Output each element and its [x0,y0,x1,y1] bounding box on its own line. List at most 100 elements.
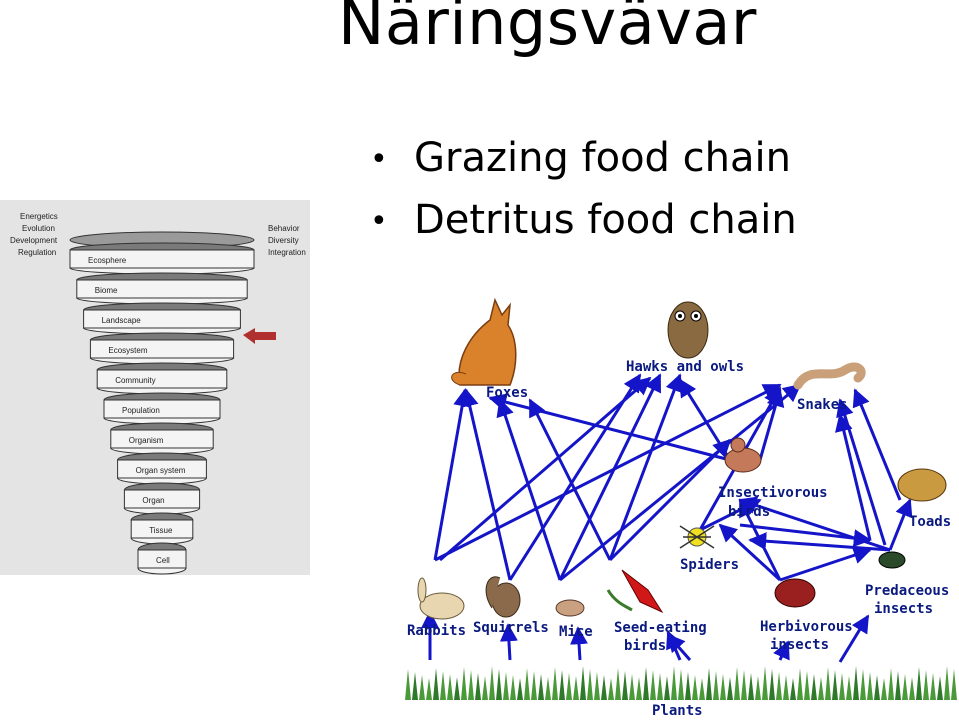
grass-blade [608,678,614,700]
grass-blade [888,668,894,700]
grass-blade [944,666,950,700]
insectivorous-bird-icon [724,437,762,473]
grass-blade [902,674,908,700]
rabbit-icon [417,577,465,620]
bullet-item: • Detritus food chain [370,190,797,252]
hierarchy-level: Biome [76,272,248,305]
food-web-arrow [758,388,785,461]
hierarchy-level: Community [96,362,228,395]
food-web-arrow [558,373,662,581]
food-web-arrow [433,388,472,561]
food-web-arrow [888,498,913,551]
node-label-mice: Mice [559,624,593,640]
hierarchy-band [137,549,187,569]
food-web-arrow [838,614,870,663]
grass-blade [615,668,621,700]
grass-blade [461,667,467,700]
cardinal-icon [606,569,664,614]
food-web-arrow [439,376,652,562]
bullet-text: Detritus food chain [414,197,797,243]
food-web-arrow [779,546,872,582]
bullet-list: • Grazing food chain • Detritus food chain [370,128,797,252]
hierarchy-level: Landscape [83,302,241,335]
grass-blade [517,678,523,700]
hierarchy-left-labels: Energetics Evolution Development Regulat… [10,212,58,257]
node-label-rabbits: Rabbits [407,623,466,639]
node-label-herbivorous-insects: Herbivorous [760,619,853,635]
grass-blade [951,669,957,700]
spider-icon [679,525,715,549]
food-web-arrow [434,383,782,562]
food-web-arrow [460,388,512,581]
grass-blade [699,678,705,700]
grass-blade [692,675,698,700]
grass-blade [748,673,754,700]
hierarchy-band [76,279,248,299]
bullet-text: Grazing food chain [414,135,791,181]
hierarchy-level-label: Community [115,376,155,385]
food-web-arrow [528,398,612,561]
grass-blade [776,672,782,700]
node-label-seed-eating-birds: birds [624,638,666,654]
grass-blade [531,671,537,700]
grass-blade [846,676,852,700]
hierarchy-band [89,339,235,359]
food-web-arrow [499,623,518,661]
grass-blade [510,675,516,700]
herbivorous-insect-icon [774,578,816,608]
food-web-arrow [678,378,732,461]
hierarchy-level-label: Organ [142,496,164,505]
grass-blade [832,670,838,700]
grass-blade [580,666,586,700]
hier-right-label: Diversity [268,236,299,245]
grass-blade [937,676,943,700]
food-web-arrow [570,626,588,661]
grass-blade [447,674,453,700]
grass-blade [440,671,446,700]
bullet-icon: • [370,204,388,239]
grass-blade [741,670,747,700]
grass-blade [825,667,831,700]
hierarchy-level-label: Tissue [149,526,173,535]
hierarchy-band [123,489,201,509]
hierarchy-band [96,369,228,389]
grass-blade [566,673,572,700]
hierarchy-level: Ecosphere [69,242,255,275]
grass-blade [881,678,887,700]
grass-blade [664,676,670,700]
grass-blade [412,672,418,700]
food-web-arrow [835,413,872,541]
node-label-spiders: Spiders [680,557,739,573]
predaceous-insect-icon [878,551,906,569]
food-web-arrow [559,383,802,582]
hier-right-label: Integration [268,248,306,257]
node-label-insectivorous-birds: Insectivorous [718,485,828,501]
grass-blade [559,670,565,700]
food-web-arrow [496,398,562,581]
food-web-arrow [748,532,891,552]
hierarchy-level-label: Cell [156,556,170,565]
grass-blade [734,667,740,700]
hierarchy-level: Organ system [117,452,207,485]
grass-blade [573,676,579,700]
hierarchy-level-label: Population [122,406,160,415]
hierarchy-level-label: Ecosphere [88,256,127,265]
food-web-arrow [739,523,872,548]
grass-blade [720,674,726,700]
hierarchy-band [110,429,214,449]
grass-blade [657,673,663,700]
grass-blade [419,675,425,700]
grass-blade [496,669,502,700]
grass-blade [867,672,873,700]
hierarchy-level-label: Biome [95,286,118,295]
snake-icon [793,362,866,390]
food-web-arrow [836,398,887,546]
grass-blade [860,669,866,700]
grass-blade [706,668,712,700]
node-label-toads: Toads [909,514,951,530]
mouse-icon [555,599,585,617]
grass-blade [790,678,796,700]
node-label-hawks-and-owls: Hawks and owls [626,359,744,375]
grass-blade [769,669,775,700]
hier-left-label: Regulation [18,248,56,257]
